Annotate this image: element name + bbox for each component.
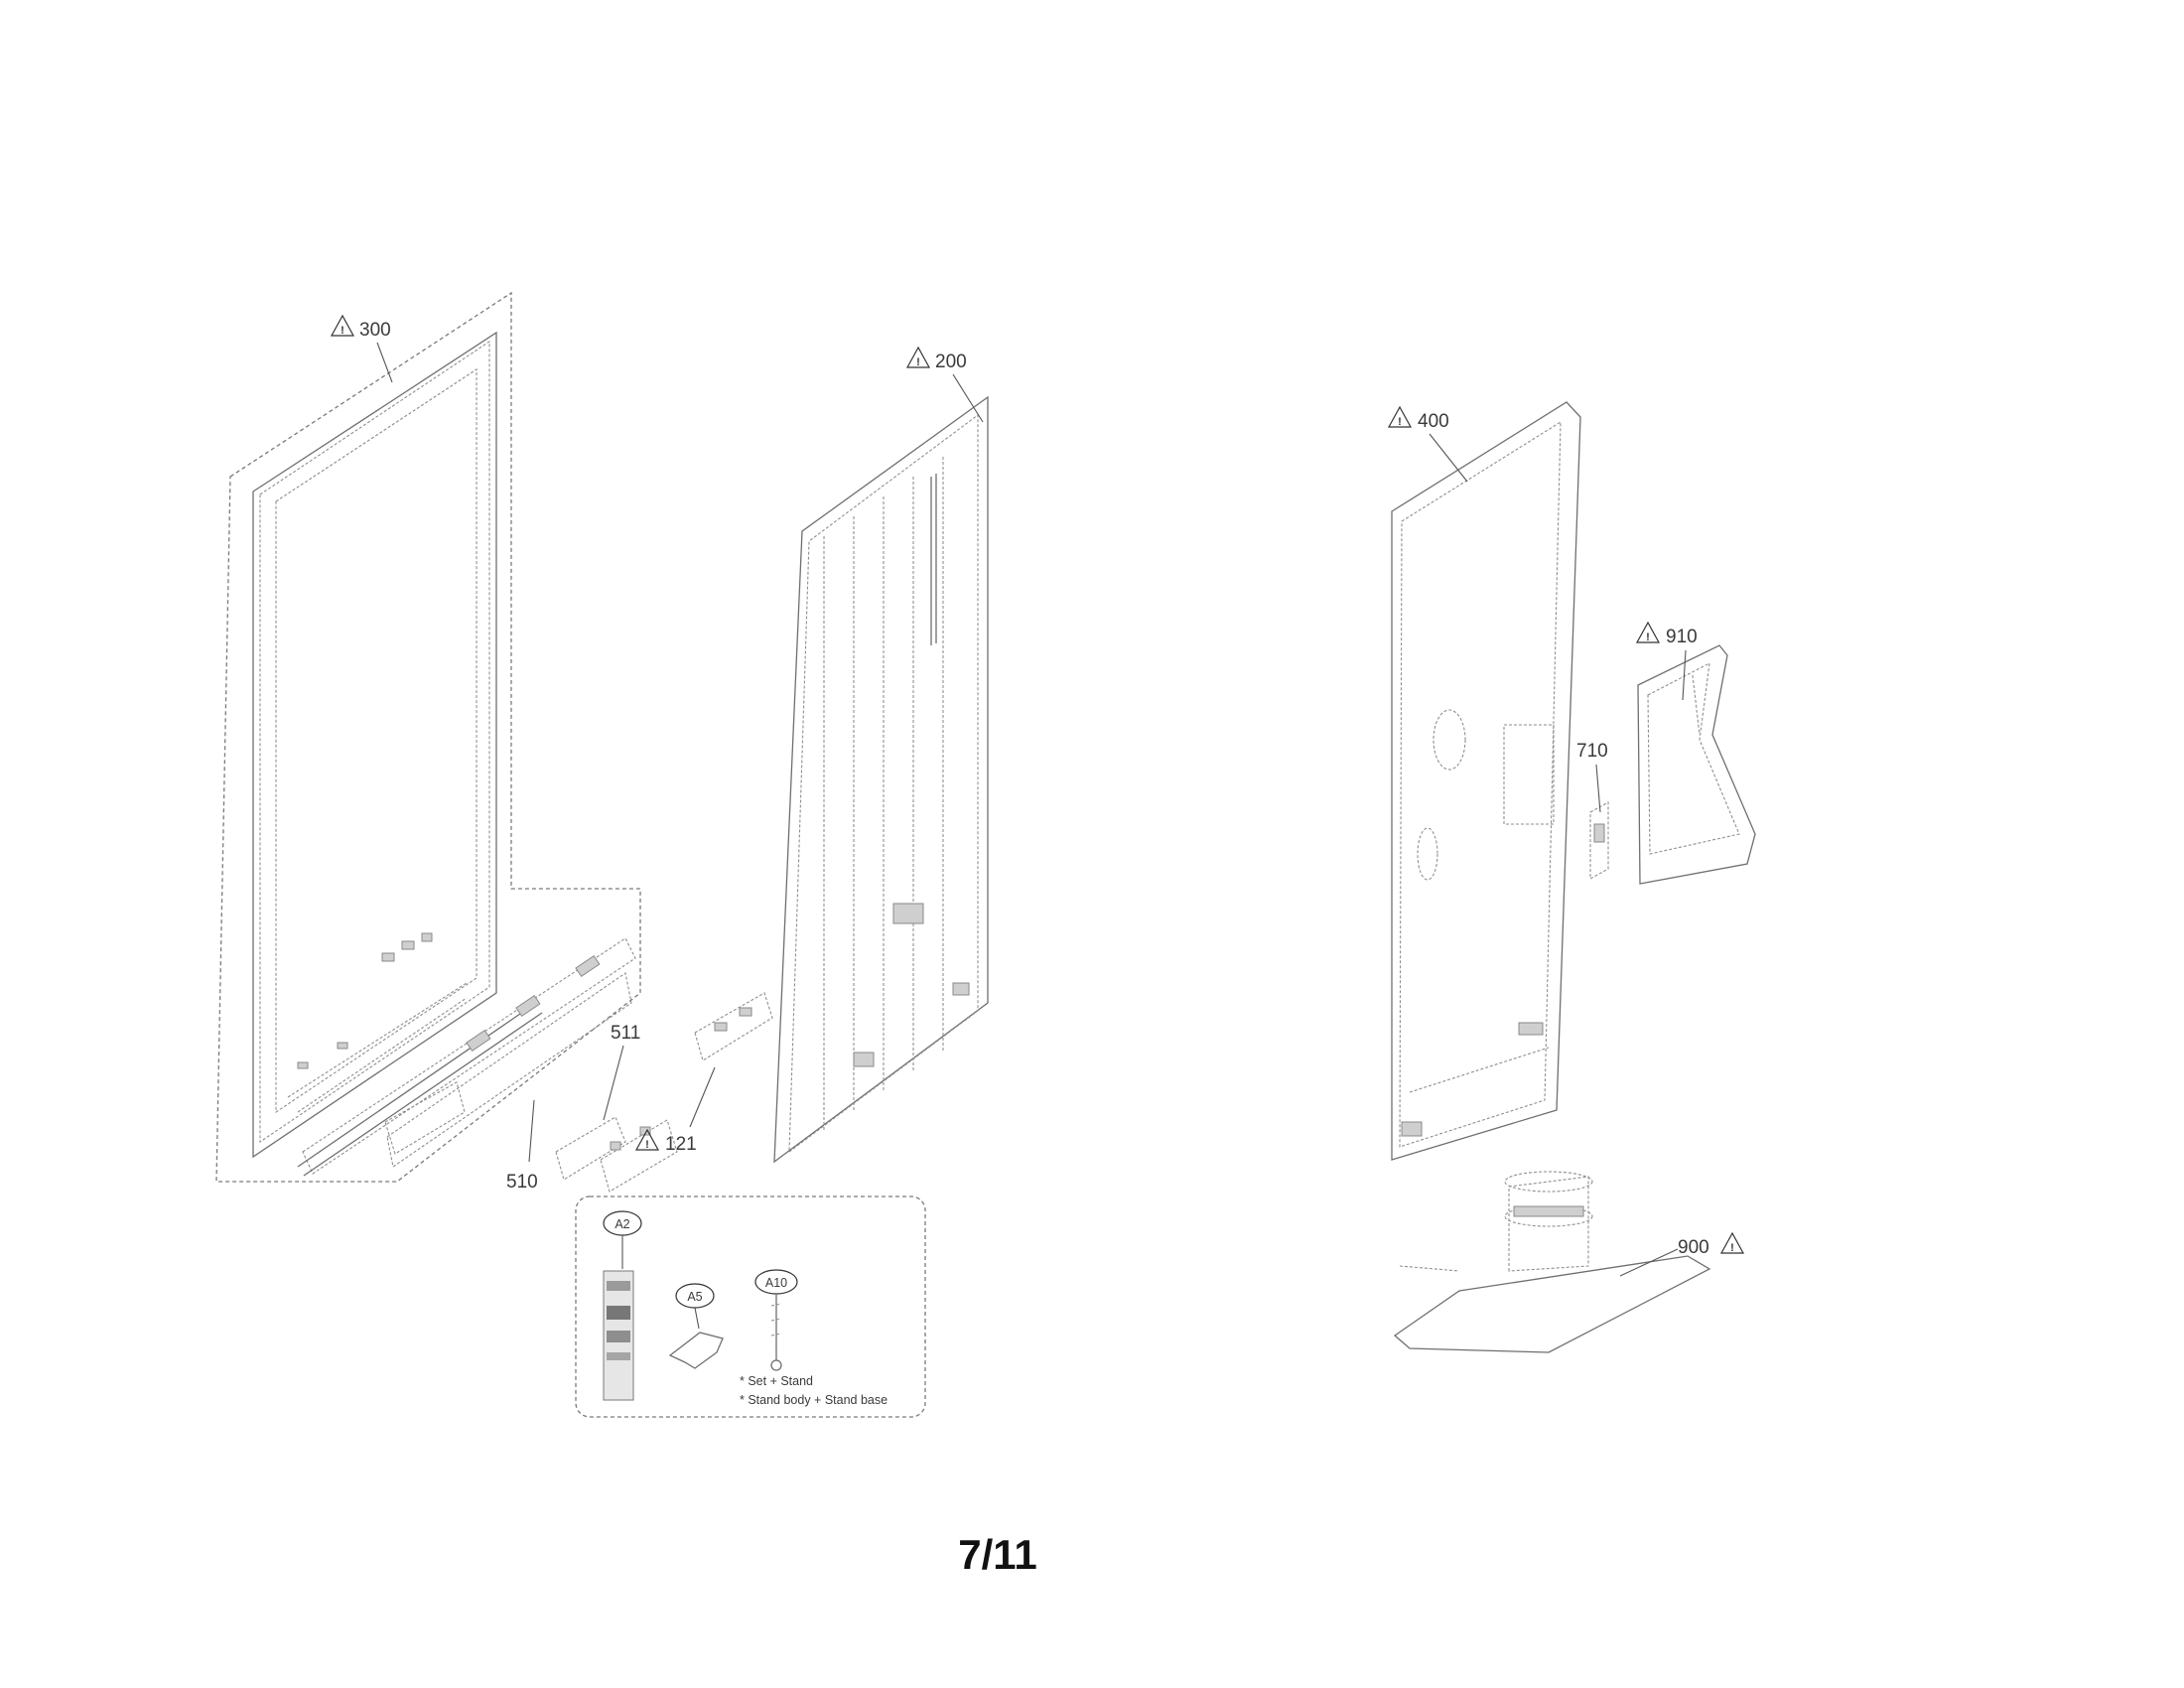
callout-121: ! 121 xyxy=(634,1066,716,1155)
callout-511: 511 xyxy=(603,1023,640,1121)
stand-base-part-900 xyxy=(1393,1171,1711,1353)
svg-text:!: ! xyxy=(341,325,344,337)
lcd-panel-part-200 xyxy=(773,395,989,1164)
svg-text:!: ! xyxy=(1730,1242,1734,1254)
svg-text:!: ! xyxy=(1398,416,1402,428)
svg-text:511: 511 xyxy=(611,1023,640,1044)
callout-510: 510 xyxy=(506,1099,538,1193)
screw-a10-head xyxy=(770,1359,782,1371)
stand-body-part-910 xyxy=(1637,644,1756,885)
callout-900: 900 ! xyxy=(1619,1231,1745,1277)
svg-text:121: 121 xyxy=(665,1134,697,1155)
svg-text:510: 510 xyxy=(506,1172,538,1193)
callout-400: ! 400 xyxy=(1387,405,1468,483)
screw-a5-bracket xyxy=(668,1332,724,1369)
svg-text:710: 710 xyxy=(1576,741,1608,762)
bracket-part-511 xyxy=(555,1116,678,1193)
callout-710: 710 xyxy=(1576,741,1608,813)
callout-300: ! 300 xyxy=(330,314,393,383)
legend-note-set-stand: * Set + Stand xyxy=(740,1374,813,1388)
svg-text:910: 910 xyxy=(1666,627,1698,647)
svg-text:!: ! xyxy=(645,1139,649,1151)
speaker-bar-part-510 xyxy=(297,937,636,1177)
svg-text:!: ! xyxy=(916,356,920,368)
svg-text:300: 300 xyxy=(359,320,391,341)
front-cabinet-part-300 xyxy=(252,331,497,1159)
screw-a10-label: A10 xyxy=(765,1276,787,1290)
svg-text:900: 900 xyxy=(1678,1237,1709,1258)
callout-910: ! 910 xyxy=(1635,621,1698,701)
callout-200: ! 200 xyxy=(905,346,984,423)
svg-text:400: 400 xyxy=(1418,411,1449,432)
front-cabinet-group-outline xyxy=(215,291,641,1183)
back-cover-part-400 xyxy=(1391,401,1581,1161)
page-number: 7/11 xyxy=(958,1531,1036,1578)
svg-text:200: 200 xyxy=(935,352,967,372)
svg-text:!: ! xyxy=(1646,632,1650,643)
bracket-part-710 xyxy=(1589,801,1609,880)
screw-a5-label: A5 xyxy=(687,1290,702,1304)
screw-legend-box: A2 A5 A10 * Set + Stand * Stand body + S… xyxy=(575,1196,926,1418)
legend-note-stand-body-base: * Stand body + Stand base xyxy=(740,1393,887,1407)
module-part-121 xyxy=(694,992,773,1061)
screw-a2-label: A2 xyxy=(614,1217,629,1231)
